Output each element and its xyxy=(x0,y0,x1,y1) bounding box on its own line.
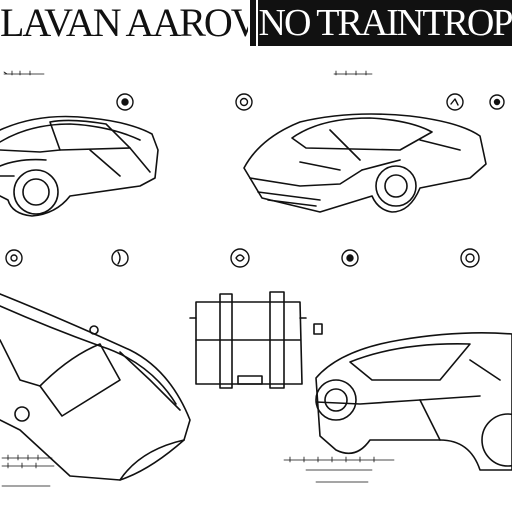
car-sketch-top-right xyxy=(243,113,487,213)
car-sketch-bottom-left xyxy=(0,293,191,481)
title-divider xyxy=(250,0,256,46)
scribble-caption-bottom-center xyxy=(283,456,395,483)
car-sketch-bottom-right xyxy=(315,332,512,471)
page-title-right: NO TRAINTROP xyxy=(258,0,512,46)
scribble-label-top-left xyxy=(3,70,45,76)
car-sketch-top-left xyxy=(0,115,159,217)
car-sketch-bottom-center xyxy=(189,291,323,389)
scribble-caption-bottom-left xyxy=(1,454,55,487)
detail-icon-row-2 xyxy=(5,248,480,268)
title-bar: LAVAN AAROV NO TRAINTROP xyxy=(0,0,512,46)
car-sketch-sheet xyxy=(0,70,512,487)
detail-icon-row-1 xyxy=(116,93,505,111)
page-title-left: LAVAN AAROV xyxy=(0,0,248,46)
scribble-label-top-right xyxy=(333,70,373,76)
